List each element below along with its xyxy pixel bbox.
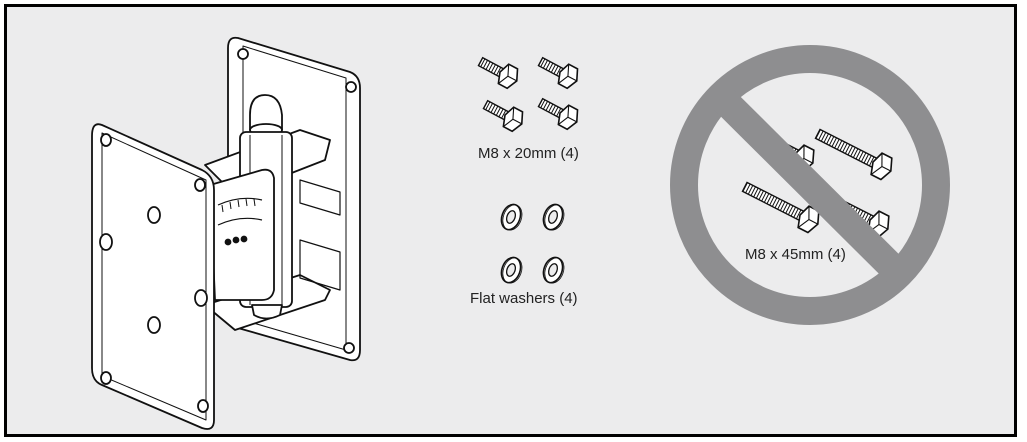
prohibition-sign-icon [670,45,950,325]
long-bolts-label: M8 x 45mm (4) [745,246,846,263]
washers-label: Flat washers (4) [470,290,578,307]
flat-washer-icon [497,200,527,234]
washers-group [497,200,569,287]
hex-bolt-icon [479,94,528,135]
hex-bolt-icon [811,122,898,183]
wall-mount-bracket-icon [91,36,361,430]
hex-bolt-icon [534,92,583,133]
flat-washer-icon [539,200,569,234]
short-bolts-group [474,51,583,135]
hex-bolt-icon [474,51,523,92]
short-bolts-label: M8 x 20mm (4) [478,145,579,162]
hex-bolt-icon [534,51,583,92]
flat-washer-icon [497,253,527,287]
flat-washer-icon [539,253,569,287]
